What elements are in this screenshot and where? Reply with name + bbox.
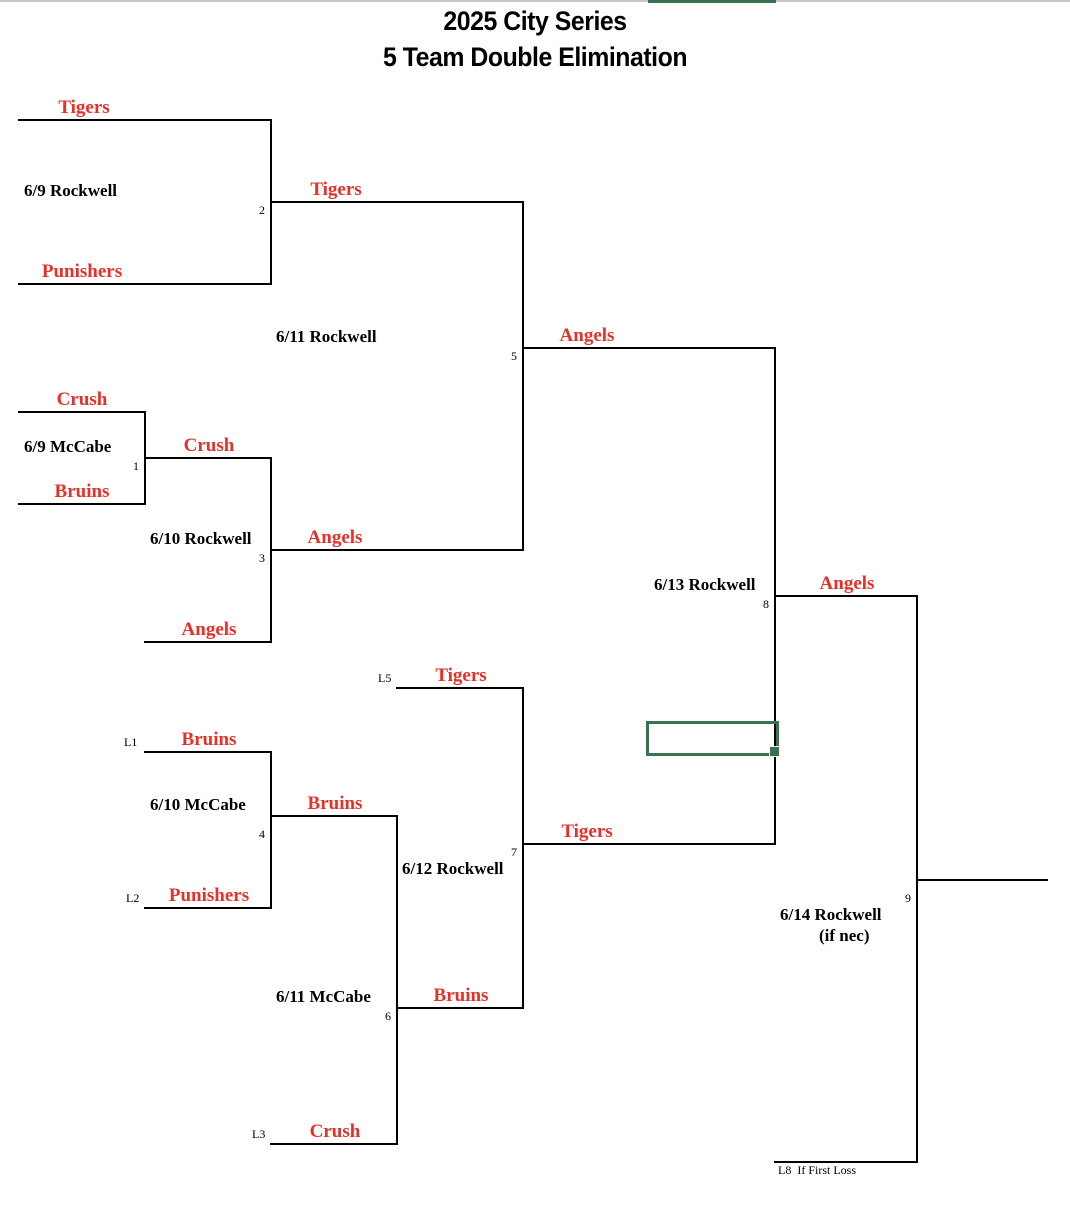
- line-g2-winner: [270, 201, 524, 203]
- team-g4-winner[interactable]: Bruins: [307, 793, 363, 814]
- line-g4-vertical: [270, 751, 272, 909]
- location-g5: 6/11 Rockwell: [276, 327, 377, 346]
- game-number-4: 4: [259, 827, 265, 841]
- game-number-1: 1: [133, 459, 139, 473]
- game-number-5: 5: [511, 349, 517, 363]
- loser-label-l2: L2: [126, 891, 140, 905]
- line-g3-winner: [270, 549, 524, 551]
- location-g9: 6/14 Rockwell: [780, 905, 882, 924]
- team-g8-winner[interactable]: Angels: [819, 573, 875, 594]
- team-g2-top[interactable]: Tigers: [58, 97, 110, 118]
- line-g5-vertical: [522, 201, 524, 551]
- line-g1-winner: [144, 457, 272, 459]
- team-g6-winner[interactable]: Bruins: [433, 985, 489, 1006]
- title-line-2: 5 Team Double Elimination: [382, 42, 688, 72]
- team-g7-winner[interactable]: Tigers: [561, 821, 613, 842]
- location-g3: 6/10 Rockwell: [150, 529, 252, 548]
- location-g9-note: (if nec): [819, 926, 870, 945]
- loser-label-l5: L5: [378, 671, 392, 685]
- line-g4-winner: [270, 815, 398, 817]
- selected-cell[interactable]: [646, 721, 779, 756]
- line-g6-vertical: [396, 815, 398, 1145]
- location-g4: 6/10 McCabe: [150, 795, 246, 814]
- line-g6-winner: [396, 1007, 524, 1009]
- line-g2-bottom: [18, 283, 272, 285]
- column-header-bar: [0, 0, 1070, 2]
- game-number-2: 2: [259, 203, 265, 217]
- game-number-9: 9: [905, 891, 911, 905]
- fill-handle[interactable]: [769, 746, 780, 757]
- team-g3-bottom[interactable]: Angels: [181, 619, 237, 640]
- location-g7: 6/12 Rockwell: [402, 859, 504, 878]
- loser-label-l1: L1: [124, 735, 138, 749]
- loser-label-l8: L8 If First Loss: [778, 1163, 856, 1177]
- team-g2-winner[interactable]: Tigers: [310, 179, 362, 200]
- line-g1-top: [18, 411, 146, 413]
- line-g7-top: [396, 687, 524, 689]
- team-g5-winner[interactable]: Angels: [559, 325, 615, 346]
- selected-column-indicator: [648, 0, 776, 3]
- game-number-6: 6: [385, 1009, 391, 1023]
- line-g2-top: [18, 119, 272, 121]
- line-g8-winner: [774, 595, 918, 597]
- team-g1-winner[interactable]: Crush: [183, 435, 235, 456]
- line-champion: [916, 879, 1048, 881]
- team-g2-bottom[interactable]: Punishers: [41, 261, 123, 282]
- title-line-1: 2025 City Series: [443, 6, 627, 36]
- team-g6-bottom[interactable]: Crush: [309, 1121, 361, 1142]
- game-number-8: 8: [763, 597, 769, 611]
- line-g5-winner: [522, 347, 776, 349]
- team-g4-top[interactable]: Bruins: [181, 729, 237, 750]
- loser-label-l3: L3: [252, 1127, 266, 1141]
- location-g6: 6/11 McCabe: [276, 987, 371, 1006]
- team-g4-bottom[interactable]: Punishers: [168, 885, 250, 906]
- line-l8: [774, 1161, 918, 1163]
- line-g6-bottom: [270, 1143, 398, 1145]
- line-g4-top: [144, 751, 272, 753]
- line-g3-bottom: [144, 641, 272, 643]
- line-g4-bottom: [144, 907, 272, 909]
- location-g1: 6/9 McCabe: [24, 437, 112, 456]
- line-g7-winner: [522, 843, 776, 845]
- game-number-3: 3: [259, 551, 265, 565]
- team-g3-winner[interactable]: Angels: [307, 527, 363, 548]
- location-g2: 6/9 Rockwell: [24, 181, 118, 200]
- team-g7-top[interactable]: Tigers: [435, 665, 487, 686]
- team-g1-top[interactable]: Crush: [56, 389, 108, 410]
- location-g8: 6/13 Rockwell: [654, 575, 756, 594]
- line-g7-vertical: [522, 687, 524, 1009]
- team-g1-bottom[interactable]: Bruins: [54, 481, 110, 502]
- game-number-7: 7: [511, 845, 517, 859]
- line-g1-bottom: [18, 503, 146, 505]
